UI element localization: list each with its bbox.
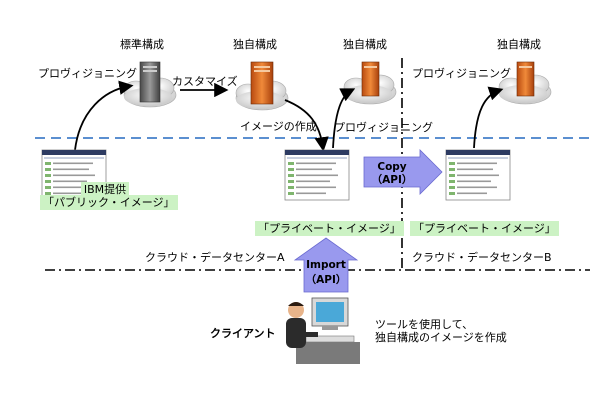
datacenter-a-label: クラウド・データセンターA [145,251,285,264]
person-icon [286,318,306,348]
customize-label: カスタマイズ [172,75,238,88]
tool-description: ツールを使用して、 独自構成のイメージを作成 [375,318,507,344]
public-image-name: 「パブリック・イメージ」 [40,195,178,210]
copy-label: Copy [377,161,406,173]
header-custom-config-1: 独自構成 [233,38,277,51]
private-image-screen-a [284,149,350,201]
cloud-standard-server [123,61,177,108]
provisioning-label-1: プロヴィジョニング [38,67,137,80]
cloud-custom-server-3 [498,61,552,105]
private-image-label-a: 「プライベート・イメージ」 [255,221,404,236]
private-image-label-b: 「プライベート・イメージ」 [410,221,559,236]
cloud-custom-server-1 [235,61,289,111]
header-custom-config-3: 独自構成 [497,38,541,51]
private-image-screen-b [445,149,511,201]
import-arrow [293,237,359,293]
public-image-label: IBM提供 「パブリック・イメージ」 [40,182,178,210]
provisioning-arrow-1 [74,80,134,151]
create-image-label: イメージの作成 [240,120,317,133]
import-label: Import [306,259,346,271]
header-standard-config: 標準構成 [120,38,164,51]
tool-description-line1: ツールを使用して、 [375,318,474,331]
import-api-label: （API） [306,273,347,286]
server-orange-icon [361,61,380,97]
create-image-arrow [284,99,329,152]
client-label: クライアント [210,327,276,340]
cloud-custom-server-2 [343,61,397,105]
provisioning-arrow-3 [473,86,504,149]
copy-api-label: （API） [372,173,413,186]
datacenter-b-label: クラウド・データセンターB [412,251,552,264]
copy-arrow [363,149,443,195]
provisioning-label-2: プロヴィジョニング [334,121,433,134]
provisioning-label-3: プロヴィジョニング [412,67,511,80]
tool-description-line2: 独自構成のイメージを作成 [375,331,507,344]
header-custom-config-2: 独自構成 [343,38,387,51]
public-image-provider: IBM提供 [80,182,130,197]
server-orange-icon [516,61,535,97]
server-orange-icon [250,61,274,105]
provisioning-arrow-2 [332,88,356,149]
client-computer-illustration [286,297,360,364]
